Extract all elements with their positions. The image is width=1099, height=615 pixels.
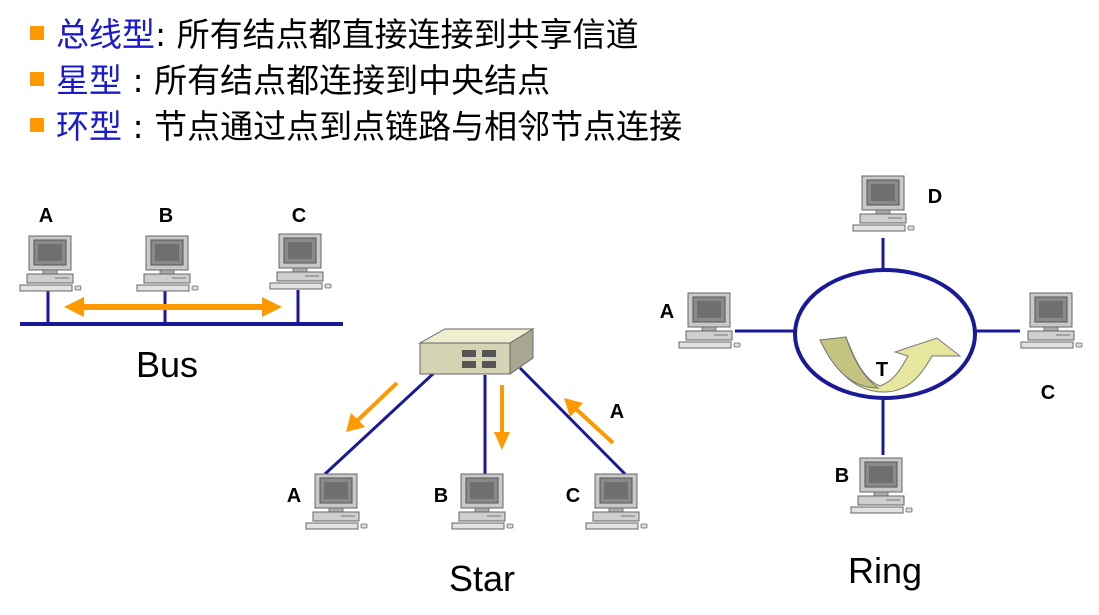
computer-icon [269, 233, 332, 290]
bullet-square-icon [30, 25, 44, 40]
token-arrow-icon [819, 336, 962, 393]
ring-caption: Ring [848, 550, 922, 591]
star-diagram: A A B C Star [287, 328, 648, 599]
bus-arrowhead-left [64, 297, 84, 317]
term-bus: 总线型 [56, 15, 155, 54]
ring-node-label-d: D [928, 186, 942, 208]
hub-icon [418, 328, 535, 375]
bus-node-label-b: B [159, 205, 173, 227]
star-arrowhead-c [564, 398, 583, 417]
star-caption: Star [449, 558, 515, 599]
ring-node-label-a: A [660, 301, 674, 323]
star-link-c [518, 366, 627, 476]
bullet-bus: 总线型: 所有结点都直接连接到共享信道 [30, 12, 682, 58]
computer-icon [852, 175, 915, 232]
desc-bus: : 所有结点都直接连接到共享信道 [155, 15, 639, 54]
computer-icon [451, 473, 514, 530]
desc-star: : 所有结点都连接到中央结点 [122, 61, 551, 100]
star-link-a [323, 370, 437, 476]
bullet-square-icon [30, 117, 44, 132]
star-arrowhead-a [346, 413, 365, 432]
desc-ring: : 节点通过点到点链路与相邻节点连接 [122, 107, 683, 146]
bus-arrowhead-right [262, 297, 282, 317]
star-node-label-b: B [434, 485, 448, 507]
bullet-list: 总线型: 所有结点都直接连接到共享信道 星型 : 所有结点都连接到中央结点 环型… [30, 12, 682, 150]
star-node-label-c: C [566, 485, 580, 507]
star-node-label-a: A [287, 485, 301, 507]
computer-icon [678, 292, 741, 349]
bullet-ring: 环型 : 节点通过点到点链路与相邻节点连接 [30, 104, 682, 150]
ring-token-label: T [876, 359, 888, 381]
ring-diagram: T A B C D Ring [660, 175, 1083, 591]
star-arrow-shaft-c [574, 407, 615, 445]
bus-caption: Bus [136, 344, 198, 385]
computer-icon [136, 235, 199, 292]
star-arrow-shaft-a [356, 381, 399, 422]
computer-icon [1020, 292, 1083, 349]
bullet-star: 星型 : 所有结点都连接到中央结点 [30, 58, 682, 104]
computer-icon [19, 235, 82, 292]
computer-icon [850, 457, 913, 514]
bullet-square-icon [30, 71, 44, 86]
computer-icon [305, 473, 368, 530]
computer-icon [585, 473, 648, 530]
bus-diagram: A B C Bus [19, 205, 343, 385]
term-ring: 环型 [56, 107, 122, 146]
star-arrow-label: A [610, 401, 624, 423]
bus-node-label-a: A [39, 205, 53, 227]
term-star: 星型 [56, 61, 122, 100]
ring-node-label-c: C [1041, 382, 1055, 404]
bus-node-label-c: C [292, 205, 306, 227]
ring-node-label-b: B [835, 465, 849, 487]
star-arrowhead-b [494, 432, 510, 450]
